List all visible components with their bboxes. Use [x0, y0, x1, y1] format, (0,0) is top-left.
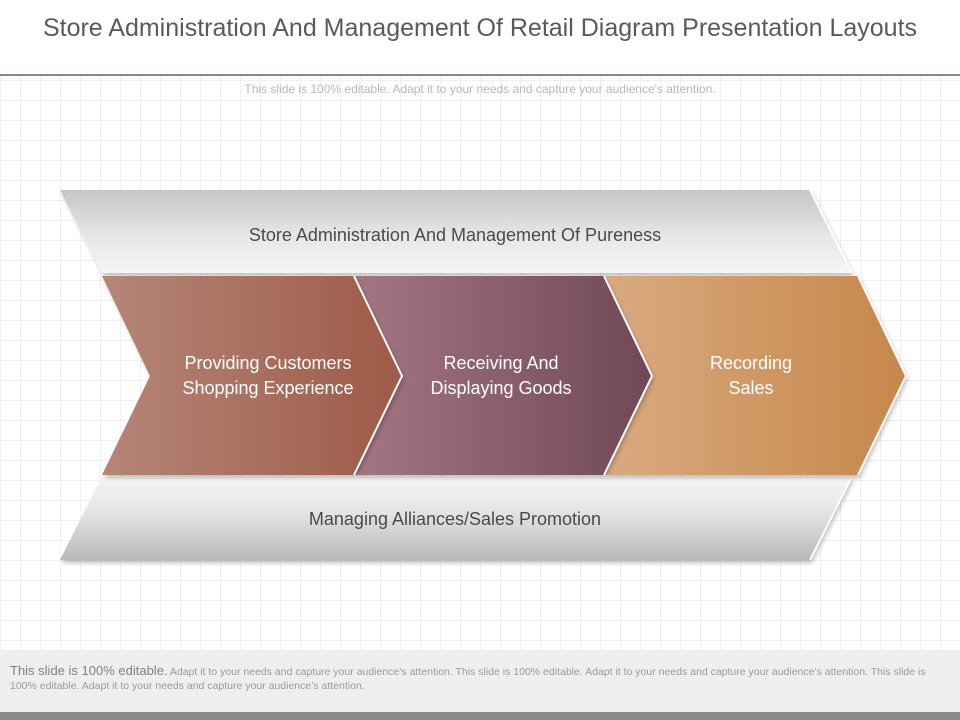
- footer-body: Adapt it to your needs and capture your …: [10, 666, 926, 692]
- footer-text: This slide is 100% editable. Adapt it to…: [10, 664, 930, 693]
- bottom-band-edge: [809, 476, 853, 561]
- chevron-recording-sales: [604, 276, 906, 475]
- chevron-recording-sales-edge: [857, 275, 908, 476]
- chevron-3-label-line2: Sales: [728, 378, 773, 398]
- page-subtitle: This slide is 100% editable. Adapt it to…: [244, 82, 716, 96]
- chevron-1-label-line1: Providing Customers: [184, 353, 351, 373]
- chevron-receiving-goods: [354, 276, 652, 475]
- footer-panel: This slide is 100% editable. Adapt it to…: [0, 650, 960, 712]
- title-bar: Store Administration And Management Of R…: [0, 0, 960, 74]
- top-band-edge: [809, 189, 853, 274]
- top-band-shape: [60, 190, 852, 273]
- chevron-receiving-goods-edge: [603, 275, 654, 476]
- chevron-providing-customers-edge: [353, 275, 404, 476]
- chevron-2-label-line1: Receiving And: [443, 353, 558, 373]
- chevron-1-label-line2: Shopping Experience: [182, 378, 353, 398]
- chevron-providing-customers: [102, 276, 402, 475]
- bottom-band-label: Managing Alliances/Sales Promotion: [309, 509, 601, 529]
- chevron-3-label-line1: Recording: [710, 353, 792, 373]
- bottom-band-shape: [60, 477, 852, 560]
- top-band-label: Store Administration And Management Of P…: [249, 225, 661, 245]
- chevron-2-label-line2: Displaying Goods: [430, 378, 571, 398]
- page-title: Store Administration And Management Of R…: [42, 14, 918, 42]
- footer-lead: This slide is 100% editable.: [10, 663, 168, 678]
- bottom-accent-bar: [0, 712, 960, 720]
- title-divider: [0, 74, 960, 76]
